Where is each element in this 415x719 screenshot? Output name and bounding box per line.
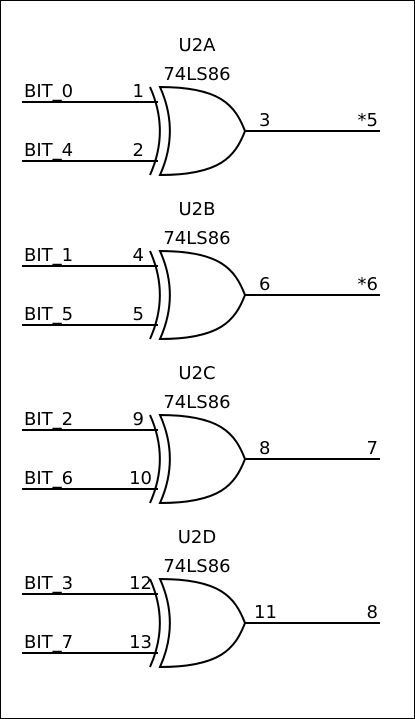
input-pin-label-a: 12 xyxy=(129,573,152,594)
gate-part-label: 74LS86 xyxy=(163,392,230,413)
input-net-label-a: BIT_0 xyxy=(24,81,73,102)
output-net-label: *5 xyxy=(358,110,378,131)
input-net-label-a: BIT_1 xyxy=(24,245,73,266)
gate-part-label: 74LS86 xyxy=(163,556,230,577)
input-net-label-b: BIT_7 xyxy=(24,632,73,653)
gate-u2c: U2C 74LS86 BIT_2 BIT_6 9 10 8 7 xyxy=(22,363,380,505)
input-pin-label-a: 1 xyxy=(133,81,144,102)
gate-ref-label: U2D xyxy=(178,527,217,548)
input-net-label-a: BIT_3 xyxy=(24,573,73,594)
output-pin-label: 8 xyxy=(259,438,270,459)
output-net-label: 7 xyxy=(367,438,378,459)
input-net-label-b: BIT_4 xyxy=(24,140,73,161)
xor-gate-symbol xyxy=(158,85,247,177)
xor-input-arc xyxy=(149,250,161,340)
gate-ref-label: U2C xyxy=(178,363,215,384)
gate-u2a: U2A 74LS86 BIT_0 BIT_4 1 2 3 *5 xyxy=(22,35,380,177)
input-pin-label-b: 5 xyxy=(133,304,144,325)
xor-gate-symbol xyxy=(158,413,247,505)
output-pin-label: 11 xyxy=(254,602,277,623)
input-pin-label-a: 9 xyxy=(133,409,144,430)
gate-ref-label: U2B xyxy=(179,199,216,220)
input-pin-label-b: 10 xyxy=(129,468,152,489)
output-pin-label: 6 xyxy=(259,274,270,295)
xor-input-arc xyxy=(149,86,161,176)
gate-u2b: U2B 74LS86 BIT_1 BIT_5 4 5 6 *6 xyxy=(22,199,380,341)
input-net-label-b: BIT_6 xyxy=(24,468,73,489)
input-pin-label-a: 4 xyxy=(133,245,144,266)
gate-u2d: U2D 74LS86 BIT_3 BIT_7 12 13 11 8 xyxy=(22,527,380,669)
xor-input-arc xyxy=(149,578,161,668)
input-net-label-b: BIT_5 xyxy=(24,304,73,325)
input-pin-label-b: 2 xyxy=(133,140,144,161)
input-net-label-a: BIT_2 xyxy=(24,409,73,430)
gate-ref-label: U2A xyxy=(179,35,217,56)
output-pin-label: 3 xyxy=(259,110,270,131)
input-pin-label-b: 13 xyxy=(129,632,152,653)
output-net-label: 8 xyxy=(367,602,378,623)
xor-input-arc xyxy=(149,414,161,504)
gate-part-label: 74LS86 xyxy=(163,228,230,249)
output-net-label: *6 xyxy=(358,274,378,295)
xor-gate-symbol xyxy=(158,249,247,341)
xor-gate-symbol xyxy=(158,577,247,669)
gate-part-label: 74LS86 xyxy=(163,64,230,85)
